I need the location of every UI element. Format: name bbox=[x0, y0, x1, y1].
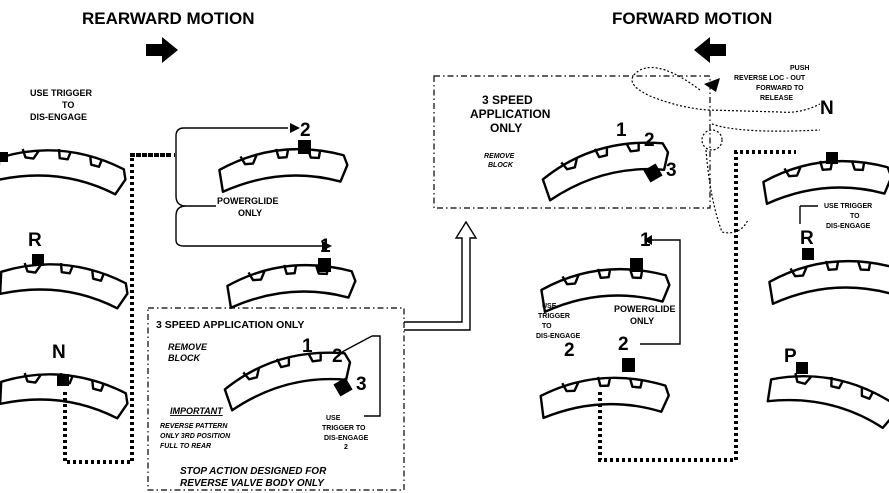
arrow-left-icon bbox=[694, 37, 726, 63]
gate-left-mid bbox=[0, 253, 132, 313]
gate-right-bottom bbox=[764, 361, 889, 433]
upper-n1: 1 bbox=[616, 120, 627, 141]
upper-remove: REMOVE bbox=[484, 153, 515, 160]
gate-left-pg-bottom bbox=[225, 258, 358, 310]
right-use-trigger-1: USE TRIGGER bbox=[824, 203, 872, 210]
right-num-2b: 2 bbox=[564, 340, 575, 361]
left-num-1: 1 bbox=[320, 236, 331, 257]
gate-left-top bbox=[0, 139, 130, 199]
gate-left-pg-top bbox=[217, 142, 350, 194]
pg-bottom-block bbox=[318, 258, 331, 272]
right-num-2: 2 bbox=[618, 334, 629, 355]
right-use-2: TRIGGER bbox=[538, 313, 570, 320]
left-powerglide-only: ONLY bbox=[238, 208, 262, 218]
gate-right-pg-bottom bbox=[538, 373, 671, 420]
lower-important-2: ONLY 3RD POSITION bbox=[160, 433, 231, 440]
left-use-trigger-2: TO bbox=[62, 100, 74, 110]
arrow-right-icon bbox=[146, 37, 178, 63]
right-use-1: USE bbox=[542, 303, 557, 310]
right-powerglide-only: ONLY bbox=[630, 316, 654, 326]
lower-use-1: USE bbox=[326, 415, 341, 422]
gate-right-mid bbox=[767, 254, 889, 306]
right-use-trigger-2: TO bbox=[850, 213, 860, 220]
right-pg-bracket bbox=[640, 239, 681, 345]
right-use-trigger-3: DIS-ENGAGE bbox=[826, 223, 871, 230]
lower-n1: 1 bbox=[302, 336, 313, 357]
left-label-r: R bbox=[28, 230, 42, 251]
upper-n3: 3 bbox=[666, 160, 677, 181]
left-label-n: N bbox=[52, 342, 66, 363]
right-label-p: P bbox=[784, 346, 797, 367]
right-pg-top-block bbox=[630, 258, 643, 272]
right-label-n: N bbox=[820, 98, 834, 119]
push-arrow-icon bbox=[704, 78, 720, 92]
left-top-block bbox=[0, 152, 8, 162]
right-n-block bbox=[826, 152, 838, 164]
left-powerglide: POWERGLIDE bbox=[217, 196, 279, 206]
lower-block: BLOCK bbox=[168, 353, 201, 363]
heading-forward: FORWARD MOTION bbox=[612, 9, 772, 28]
gate-right-top bbox=[761, 154, 889, 206]
lower-block-mark bbox=[333, 377, 353, 397]
right-dotted-path bbox=[598, 150, 796, 462]
left-n-block bbox=[57, 374, 69, 386]
lower-use-4: 2 bbox=[344, 444, 348, 451]
lower-n2: 2 bbox=[332, 346, 343, 367]
right-p-block bbox=[796, 362, 808, 374]
lower-stop-2: REVERSE VALVE BODY ONLY bbox=[180, 478, 325, 489]
lower-remove: REMOVE bbox=[168, 342, 208, 352]
upper-title-1: 3 SPEED bbox=[482, 93, 533, 107]
right-powerglide: POWERGLIDE bbox=[614, 304, 676, 314]
heading-rearward: REARWARD MOTION bbox=[82, 9, 255, 28]
left-use-trigger-1: USE TRIGGER bbox=[30, 88, 93, 98]
lower-important-3: FULL TO REAR bbox=[160, 443, 211, 450]
lower-arrow-lines bbox=[341, 335, 381, 417]
left-dotted-path bbox=[63, 153, 175, 464]
push-note-1: PUSH bbox=[790, 65, 809, 72]
right-use-3: TO bbox=[542, 323, 552, 330]
powerglide-bracket bbox=[175, 127, 322, 247]
upper-n2: 2 bbox=[644, 130, 655, 151]
right-pg-bottom-block bbox=[622, 358, 635, 372]
upper-block-mark bbox=[643, 163, 663, 183]
right-r-block bbox=[802, 248, 814, 260]
lower-stop-1: STOP ACTION DESIGNED FOR bbox=[180, 466, 327, 477]
lower-box-title: 3 SPEED APPLICATION ONLY bbox=[156, 319, 304, 331]
left-use-trigger-3: DIS-ENGAGE bbox=[30, 112, 87, 122]
connector-arrow bbox=[404, 220, 478, 331]
lower-use-3: DIS-ENGAGE bbox=[324, 435, 369, 442]
left-r-block bbox=[32, 254, 44, 266]
gate-lower-box bbox=[219, 340, 356, 412]
upper-box-frame bbox=[433, 75, 711, 209]
upper-block: BLOCK bbox=[488, 162, 514, 169]
lower-important-1: REVERSE PATTERN bbox=[160, 423, 228, 430]
right-use-4: DIS-ENGAGE bbox=[536, 333, 581, 340]
push-note-2: REVERSE LOC - OUT bbox=[734, 75, 806, 82]
push-note-3: FORWARD TO bbox=[756, 85, 804, 92]
upper-title-2: APPLICATION bbox=[470, 107, 550, 121]
left-num-2: 2 bbox=[300, 120, 311, 141]
lower-use-2: TRIGGER TO bbox=[322, 425, 366, 432]
push-note-4: RELEASE bbox=[760, 95, 793, 102]
lower-important: IMPORTANT bbox=[170, 406, 224, 416]
pg-top-block bbox=[298, 140, 311, 154]
lower-box-frame bbox=[147, 307, 405, 491]
lower-n3: 3 bbox=[356, 374, 367, 395]
right-label-r: R bbox=[800, 228, 814, 249]
upper-title-3: ONLY bbox=[490, 121, 522, 135]
